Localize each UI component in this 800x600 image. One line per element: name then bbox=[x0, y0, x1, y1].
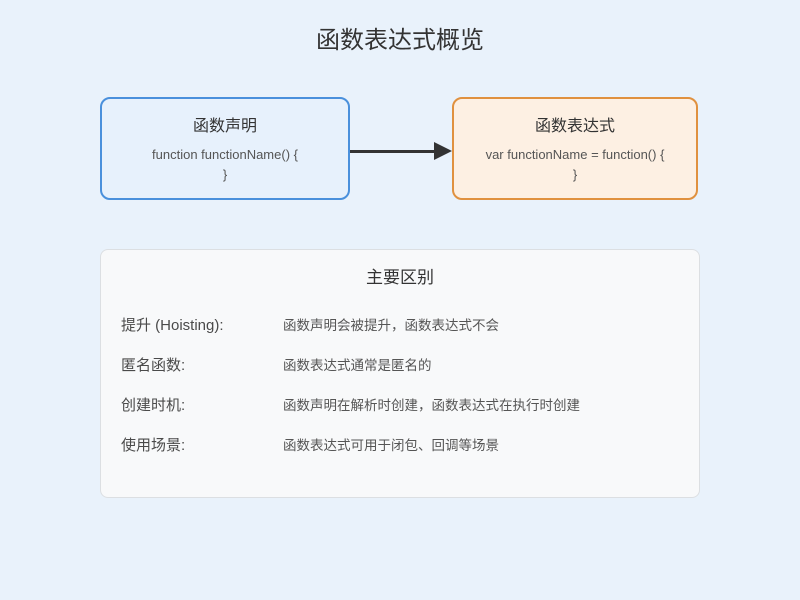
node-declaration-code: function functionName() { } bbox=[102, 145, 348, 185]
row-value: 函数声明在解析时创建，函数表达式在执行时创建 bbox=[283, 398, 580, 413]
comparison-row-hoisting: 提升 (Hoisting): 函数声明会被提升，函数表达式不会 bbox=[121, 304, 679, 344]
comparison-panel-title: 主要区别 bbox=[366, 268, 434, 287]
comparison-row-creation-time: 创建时机: 函数声明在解析时创建，函数表达式在执行时创建 bbox=[121, 384, 679, 424]
code-line-2: } bbox=[222, 167, 228, 182]
node-function-expression[interactable]: 函数表达式 var functionName = function() { } bbox=[452, 97, 698, 200]
node-expression-title: 函数表达式 bbox=[534, 118, 615, 135]
row-label: 匿名函数: bbox=[121, 356, 186, 374]
row-value: 函数表达式通常是匿名的 bbox=[283, 358, 432, 373]
code-line-2: } bbox=[572, 167, 578, 182]
node-expression-code: var functionName = function() { } bbox=[454, 145, 696, 185]
arrow-connector-line bbox=[350, 150, 438, 153]
comparison-row-use-cases: 使用场景: 函数表达式可用于闭包、回调等场景 bbox=[121, 424, 679, 464]
comparison-rows: 提升 (Hoisting): 函数声明会被提升，函数表达式不会 匿名函数: 函数… bbox=[101, 304, 699, 464]
page-title: 函数表达式概览 bbox=[316, 27, 484, 54]
comparison-panel: 主要区别 提升 (Hoisting): 函数声明会被提升，函数表达式不会 匿名函… bbox=[100, 249, 700, 498]
node-function-declaration[interactable]: 函数声明 function functionName() { } bbox=[100, 97, 350, 200]
code-line-1: var functionName = function() { bbox=[485, 147, 665, 162]
row-label: 提升 (Hoisting): bbox=[121, 316, 224, 334]
row-value: 函数表达式可用于闭包、回调等场景 bbox=[283, 438, 499, 453]
row-label: 使用场景: bbox=[121, 436, 186, 454]
arrow-head-icon bbox=[434, 142, 452, 160]
code-line-1: function functionName() { bbox=[152, 147, 298, 162]
row-value: 函数声明会被提升，函数表达式不会 bbox=[283, 318, 499, 333]
row-label: 创建时机: bbox=[121, 396, 186, 414]
node-declaration-title: 函数声明 bbox=[192, 118, 257, 135]
comparison-row-anonymous: 匿名函数: 函数表达式通常是匿名的 bbox=[121, 344, 679, 384]
